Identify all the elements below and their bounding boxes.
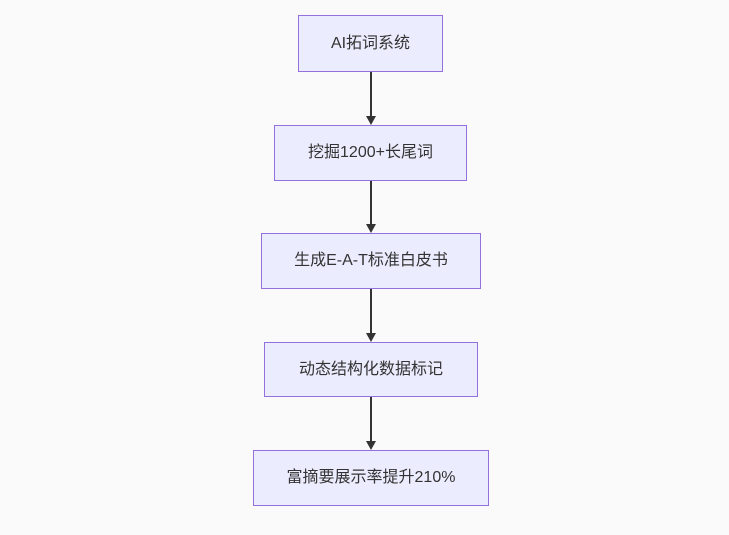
node-label: 动态结构化数据标记: [298, 360, 443, 378]
node-label: 富摘要展示率提升210%: [286, 469, 456, 487]
flow-node-ai-word-expansion: AI拓词系统: [298, 15, 443, 72]
arrow-down-icon: [366, 224, 376, 233]
node-label: AI拓词系统: [330, 34, 411, 52]
arrow-down-icon: [366, 116, 376, 125]
edge-arrow: [366, 289, 376, 342]
node-label: 挖掘1200+长尾词: [308, 144, 433, 162]
flow-node-rich-snippet-result: 富摘要展示率提升210%: [253, 450, 489, 506]
flow-node-eat-whitepaper: 生成E-A-T标准白皮书: [261, 233, 481, 289]
arrow-line: [370, 181, 372, 224]
flow-node-structured-data-markup: 动态结构化数据标记: [264, 342, 478, 397]
node-label: 生成E-A-T标准白皮书: [294, 252, 448, 270]
arrow-line: [370, 289, 372, 333]
arrow-line: [370, 72, 372, 116]
arrow-line: [370, 397, 372, 441]
arrow-down-icon: [366, 441, 376, 450]
flow-node-longtail-mining: 挖掘1200+长尾词: [274, 125, 467, 181]
edge-arrow: [366, 397, 376, 450]
edge-arrow: [366, 181, 376, 233]
edge-arrow: [366, 72, 376, 125]
arrow-down-icon: [366, 333, 376, 342]
